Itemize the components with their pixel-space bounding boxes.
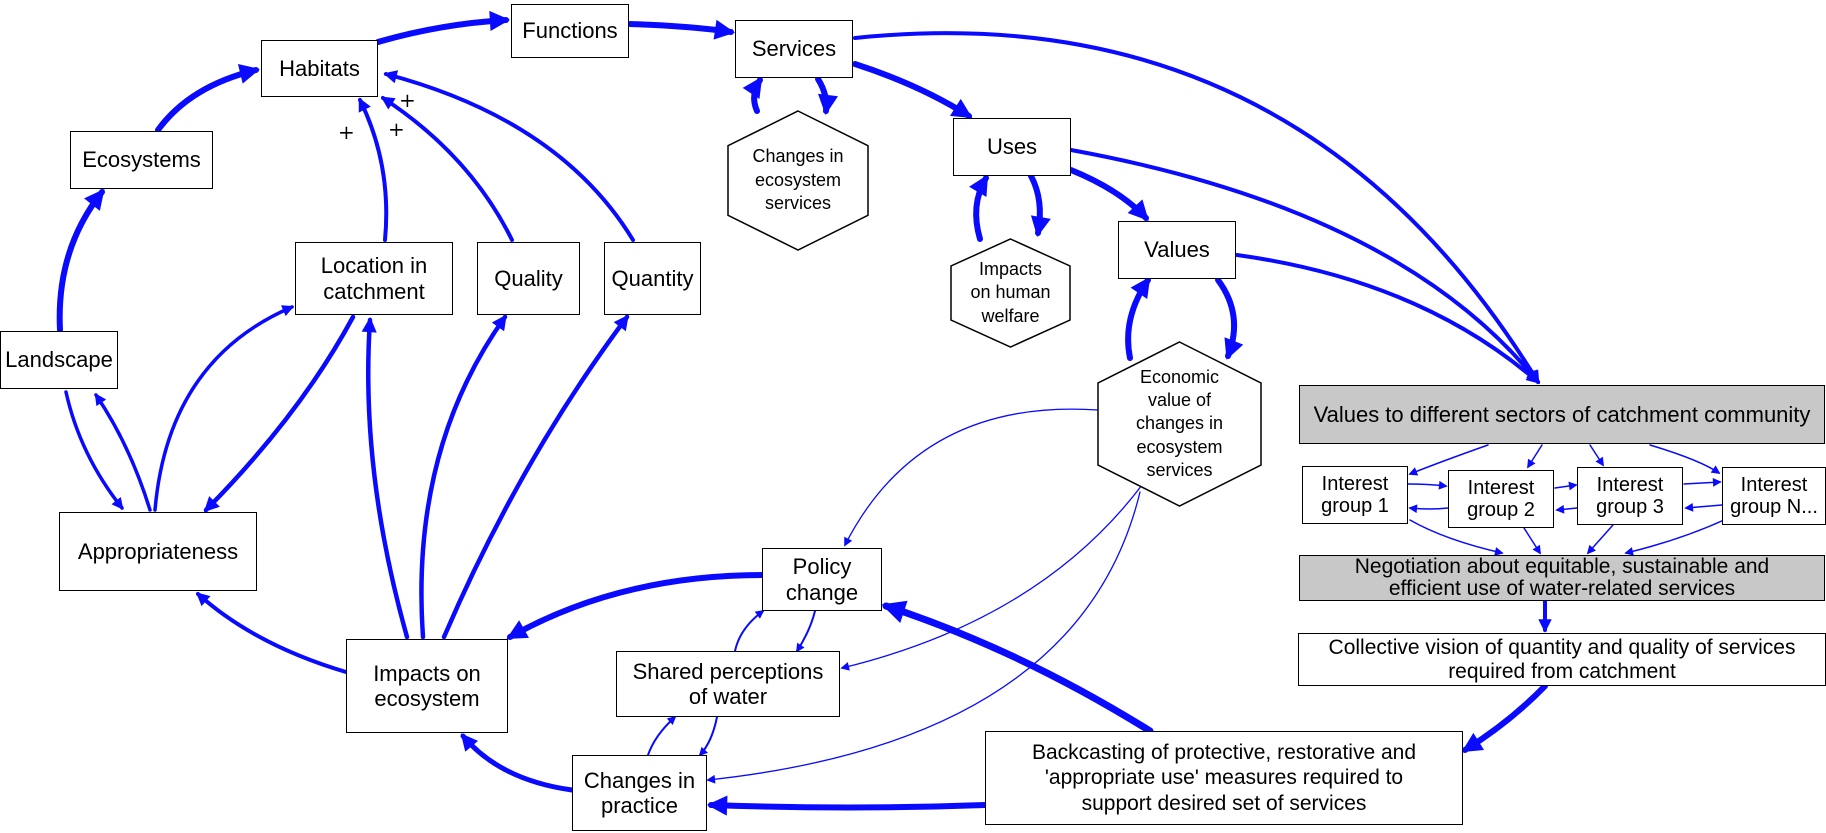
arrow-uses-to-impacts-welfare-2 xyxy=(1028,173,1051,237)
changes-in-services-hexagon: Changes in ecosystem services xyxy=(727,110,869,251)
uses-node: Uses xyxy=(953,118,1071,176)
arrow-sectors-to-g3 xyxy=(1589,444,1604,467)
arrow-ecosystems-to-habitats xyxy=(155,64,260,133)
economic-value-hexagon: Economic value of changes in ecosystem s… xyxy=(1097,341,1262,507)
arrow-quantity-to-habitats xyxy=(383,70,635,242)
arrow-g1-to-negotiation xyxy=(1409,519,1504,556)
impacts-on-welfare-hexagon: Impacts on human welfare xyxy=(950,238,1071,348)
arrow-g3-to-gn xyxy=(1683,477,1722,487)
arrow-services-to-changes-2 xyxy=(815,76,838,116)
arrow-shared-to-practice xyxy=(698,716,718,757)
arrow-policy-to-impacts xyxy=(506,572,766,640)
plus-sign-3: + xyxy=(399,88,416,112)
arrow-impacts-to-appropriateness xyxy=(195,592,348,674)
collective-vision-node: Collective vision of quantity and qualit… xyxy=(1298,633,1826,686)
arrow-landscape-to-appropriateness xyxy=(64,390,124,510)
arrow-uses-to-impacts-welfare xyxy=(969,174,989,242)
arrow-landscape-to-ecosystems xyxy=(56,188,105,333)
values-node: Values xyxy=(1118,221,1236,279)
habitats-node: Habitats xyxy=(261,40,378,97)
arrow-habitats-to-functions xyxy=(375,10,511,45)
policy-change-node: Policy change xyxy=(762,548,882,611)
impacts-on-welfare-label: Impacts on human welfare xyxy=(970,258,1051,326)
quantity-node: Quantity xyxy=(604,242,701,315)
arrow-sectors-to-g2 xyxy=(1527,444,1543,469)
quality-node: Quality xyxy=(477,242,580,315)
arrow-vision-to-backcasting xyxy=(1461,683,1548,753)
arrow-backcasting-to-practice xyxy=(706,795,988,816)
arrow-economic-to-practice xyxy=(706,491,1141,784)
arrow-impacts-to-quantity xyxy=(441,314,630,640)
arrow-g3-to-negotiation xyxy=(1586,524,1614,555)
arrow-shared-to-policy xyxy=(734,609,765,652)
arrow-sectors-to-gn xyxy=(1649,444,1721,474)
values-to-sectors-node: Values to different sectors of catchment… xyxy=(1299,385,1825,444)
changes-in-practice-node: Changes in practice xyxy=(572,755,707,831)
arrow-location-to-appropriateness xyxy=(203,314,356,513)
arrow-services-to-changes xyxy=(742,76,763,114)
arrow-impacts-to-location xyxy=(361,316,410,640)
arrow-functions-to-services xyxy=(627,19,735,40)
arrow-economic-to-values xyxy=(1125,276,1151,361)
arrow-practice-to-shared xyxy=(647,715,677,756)
arrow-quality-to-habitats xyxy=(380,96,514,242)
functions-node: Functions xyxy=(511,4,629,58)
arrow-economic-to-policy xyxy=(844,408,1099,547)
arrow-location-to-habitats xyxy=(358,97,389,242)
arrow-practice-to-impacts xyxy=(460,733,575,793)
arrow-g2-to-negotiation xyxy=(1523,527,1541,555)
arrow-appropriateness-to-location xyxy=(153,305,295,512)
interest-group-2-node: Interest group 2 xyxy=(1448,470,1554,528)
arrow-uses-to-values xyxy=(1068,167,1149,221)
arrow-values-to-economic xyxy=(1215,277,1244,360)
impacts-on-ecosystem-node: Impacts on ecosystem xyxy=(346,639,508,733)
arrow-services-to-sectors xyxy=(853,31,1540,385)
shared-perceptions-node: Shared perceptions of water xyxy=(616,651,840,717)
arrow-services-to-uses xyxy=(852,61,973,119)
appropriateness-node: Appropriateness xyxy=(59,512,257,591)
arrow-impacts-to-quality xyxy=(419,314,508,640)
location-in-catchment-node: Location in catchment xyxy=(295,242,453,315)
arrow-appropriateness-to-landscape xyxy=(94,393,152,512)
negotiation-node: Negotiation about equitable, sustainable… xyxy=(1299,555,1825,601)
arrow-backcasting-to-policy xyxy=(881,600,1154,735)
economic-value-label: Economic value of changes in ecosystem s… xyxy=(1135,366,1224,481)
interest-group-3-node: Interest group 3 xyxy=(1577,467,1683,525)
arrow-g1-to-g2 xyxy=(1407,480,1448,490)
backcasting-node: Backcasting of protective, restorative a… xyxy=(985,731,1463,825)
plus-sign-2: + xyxy=(388,117,405,141)
interest-group-n-node: Interest group N... xyxy=(1722,467,1826,525)
arrow-uses-to-sectors xyxy=(1069,148,1540,385)
ecosystems-node: Ecosystems xyxy=(70,131,213,189)
arrow-sectors-to-g1 xyxy=(1408,444,1489,476)
arrow-policy-to-shared xyxy=(796,610,816,653)
interest-group-1-node: Interest group 1 xyxy=(1302,466,1408,524)
changes-in-services-label: Changes in ecosystem services xyxy=(752,146,844,214)
arrow-values-to-sectors xyxy=(1235,253,1541,384)
arrow-gn-to-negotiation xyxy=(1624,519,1725,556)
arrow-g2-to-g1 xyxy=(1408,504,1449,514)
services-node: Services xyxy=(735,20,853,78)
arrow-gn-to-g3 xyxy=(1684,503,1723,512)
arrow-economic-to-shared xyxy=(840,484,1143,671)
landscape-node: Landscape xyxy=(0,331,118,389)
arrow-g2-to-g3 xyxy=(1554,481,1578,491)
arrow-g3-to-g2 xyxy=(1555,504,1578,514)
plus-sign-1: + xyxy=(338,120,355,144)
